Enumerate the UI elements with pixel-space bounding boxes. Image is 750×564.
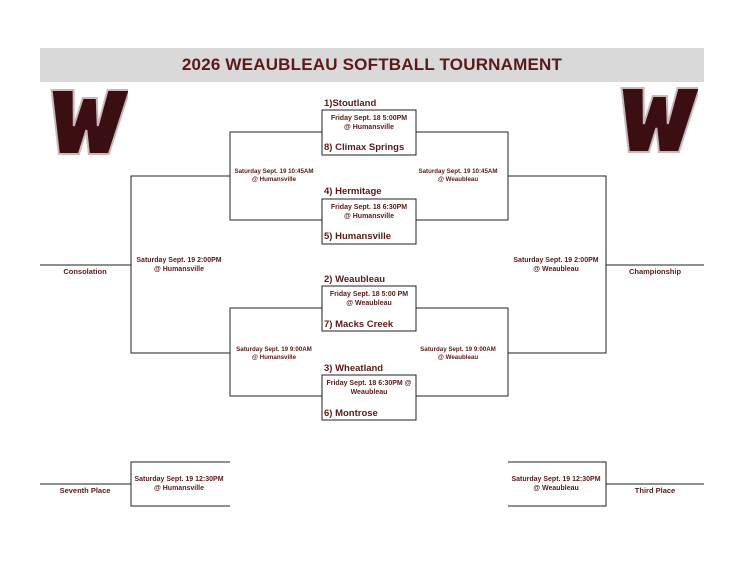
game4-info: Friday Sept. 18 6:30PM @Weaubleau	[319, 380, 419, 397]
game1-info: Friday Sept. 18 5:00PM@ Humansville	[322, 115, 416, 132]
team-wheatland: 3) Wheatland	[324, 363, 384, 374]
game2-venue: @ Humansville	[343, 212, 394, 220]
championship-label: Championship	[628, 267, 682, 276]
w-logo-left-icon	[50, 89, 128, 155]
page-title: 2026 WEAUBLEAU SOFTBALL TOURNAMENT	[181, 55, 563, 74]
consol-date: Saturday Sept. 19 2:00PM	[136, 257, 222, 264]
champ-venue: @ Weaubleau	[533, 265, 579, 273]
lsf-bot-connector	[229, 307, 322, 397]
consol-info: Saturday Sept. 19 2:00PM@ Humansville	[131, 257, 227, 274]
team-weaubleau: 2) Weaubleau	[324, 274, 386, 285]
consolation-label: Consolation	[63, 267, 107, 276]
champ-date: Saturday Sept. 19 2:00PM	[513, 257, 599, 264]
lsf-bot-date: Saturday Sept. 19 9:00AM	[236, 346, 312, 353]
w-logo-right-icon	[620, 87, 698, 153]
game2-date: Friday Sept. 18 6:30PM	[330, 204, 408, 211]
team-humansville: 5) Humansville	[324, 231, 392, 242]
game4-date: Friday Sept. 18 6:30PM @	[326, 380, 412, 387]
third-venue: @ Weaubleau	[533, 484, 579, 492]
seventh-info: Saturday Sept. 19 12:30PM@ Humansville	[131, 476, 227, 493]
wsf-top-venue: @ Weaubleau	[437, 175, 479, 183]
wsf-bot-venue: @ Weaubleau	[437, 353, 479, 361]
third-info: Saturday Sept. 19 12:30PM@ Weaubleau	[508, 476, 604, 493]
game4-venue: Weaubleau	[350, 388, 388, 396]
game4-box	[321, 374, 417, 421]
champ-info: Saturday Sept. 19 2:00PM@ Weaubleau	[508, 257, 604, 274]
wsf-bot-date: Saturday Sept. 19 9:00AM	[420, 346, 496, 353]
wsf-bot-connector	[416, 307, 509, 397]
game3-info: Friday Sept. 18 5:00 PM@ Weaubleau	[322, 291, 416, 308]
game1-date: Friday Sept. 18 5:00PM	[330, 115, 408, 122]
lsf-bot-info: Saturday Sept. 19 9:00AM@ Humansville	[226, 346, 322, 361]
lsf-top-date: Saturday Sept. 19 10:45AM	[234, 168, 314, 175]
consol-venue: @ Humansville	[153, 265, 204, 273]
lsf-top-info: Saturday Sept. 19 10:45AM@ Humansville	[226, 168, 322, 183]
wsf-bot-info: Saturday Sept. 19 9:00AM@ Weaubleau	[410, 346, 506, 361]
game3-date: Friday Sept. 18 5:00 PM	[329, 291, 409, 298]
game2-info: Friday Sept. 18 6:30PM@ Humansville	[322, 204, 416, 221]
team-montrose: 6) Montrose	[324, 408, 378, 419]
seventh-venue: @ Humansville	[153, 484, 204, 492]
game1-venue: @ Humansville	[343, 123, 394, 131]
game3-venue: @ Weaubleau	[346, 299, 392, 307]
title-bar: 2026 WEAUBLEAU SOFTBALL TOURNAMENT	[40, 48, 704, 82]
lsf-top-venue: @ Humansville	[251, 175, 297, 183]
team-macks-creek: 7) Macks Creek	[324, 319, 394, 330]
wsf-top-info: Saturday Sept. 19 10:45AM@ Weaubleau	[410, 168, 506, 183]
game2-box	[321, 198, 417, 245]
wsf-top-date: Saturday Sept. 19 10:45AM	[418, 168, 498, 175]
third-date: Saturday Sept. 19 12:30PM	[511, 476, 601, 483]
lsf-bot-venue: @ Humansville	[251, 353, 297, 361]
team-hermitage: 4) Hermitage	[324, 186, 382, 197]
third-place-label: Third Place	[634, 486, 676, 495]
team-climax-springs: 8) Climax Springs	[324, 142, 405, 153]
team-stoutland: 1)Stoutland	[324, 98, 377, 109]
seventh-date: Saturday Sept. 19 12:30PM	[134, 476, 224, 483]
seventh-place-label: Seventh Place	[59, 486, 111, 495]
